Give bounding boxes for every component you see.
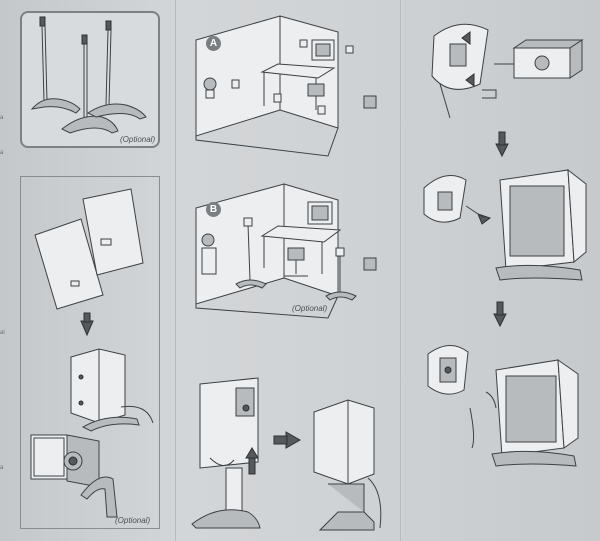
cable-monitor-panel — [410, 8, 595, 533]
wall-mount-panel: (Optional) — [20, 176, 160, 529]
cable-monitor-drawing — [423, 23, 587, 467]
margin-mark: a — [0, 150, 4, 156]
page-fold-left — [175, 0, 177, 541]
optional-caption-room-b: (Optional) — [292, 304, 328, 313]
room-setup-a-panel: A — [188, 10, 398, 160]
speaker-stands-drawing — [30, 16, 147, 134]
stands-illustration-panel: (Optional) — [20, 11, 160, 148]
optional-caption-stands: (Optional) — [120, 135, 156, 144]
page-fold-right — [400, 0, 402, 541]
setup-b-badge: B — [206, 202, 221, 217]
room-b-drawing — [195, 183, 377, 319]
optional-caption-wall: (Optional) — [115, 516, 151, 525]
margin-mark: al — [0, 330, 5, 336]
margin-mark: a — [0, 115, 4, 121]
room-setup-b-panel: B (Optional) — [188, 178, 398, 319]
margin-mark: a — [0, 465, 4, 471]
room-a-drawing — [195, 15, 377, 157]
setup-a-badge: A — [206, 36, 221, 51]
stand-attach-drawing — [191, 377, 382, 531]
wall-mount-drawing — [30, 188, 154, 518]
stand-attach-panel — [188, 372, 398, 532]
